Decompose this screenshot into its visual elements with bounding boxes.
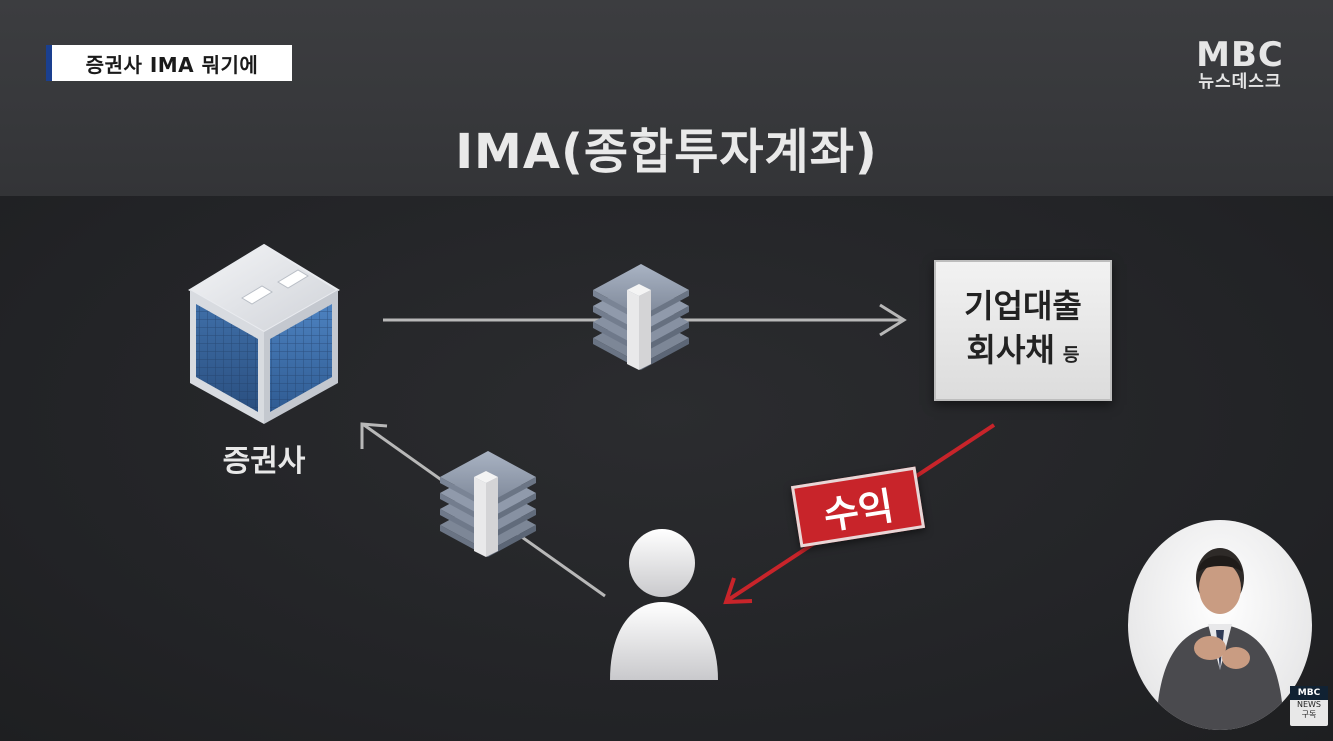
person-icon <box>610 529 718 680</box>
logo-brand: MBC <box>1196 35 1284 75</box>
money-stack-icon <box>593 264 689 370</box>
news-caption: 증권사 IMA 뭐기에 <box>46 45 292 81</box>
main-title: IMA(종합투자계좌) <box>455 124 878 180</box>
news-caption-text: 증권사 IMA 뭐기에 <box>85 52 259 77</box>
interpreter-figure <box>1156 548 1284 730</box>
investment-target-card: 기업대출 회사채 등 <box>934 260 1112 401</box>
target-suffix: 등 <box>1062 344 1080 366</box>
logo-program: 뉴스데스크 <box>1198 72 1282 92</box>
title-band <box>0 0 1333 196</box>
money-stack-icon <box>440 451 536 557</box>
mbc-news-badge[interactable]: MBC NEWS 구독 <box>1290 686 1328 726</box>
badge-brand: MBC <box>1290 686 1328 700</box>
sign-language-interpreter <box>1128 520 1312 730</box>
mbc-logo: MBC 뉴스데스크 <box>1185 38 1295 92</box>
badge-subscribe: 구독 <box>1301 710 1317 719</box>
broker-label: 증권사 <box>222 444 306 479</box>
profit-label: 수익 <box>820 483 897 538</box>
badge-sub: NEWS <box>1296 700 1322 709</box>
target-line-1: 기업대출 <box>964 286 1082 325</box>
target-line-2-text: 회사채 <box>966 330 1055 369</box>
building-icon <box>188 243 340 424</box>
target-line-2: 회사채 등 <box>967 328 1080 378</box>
